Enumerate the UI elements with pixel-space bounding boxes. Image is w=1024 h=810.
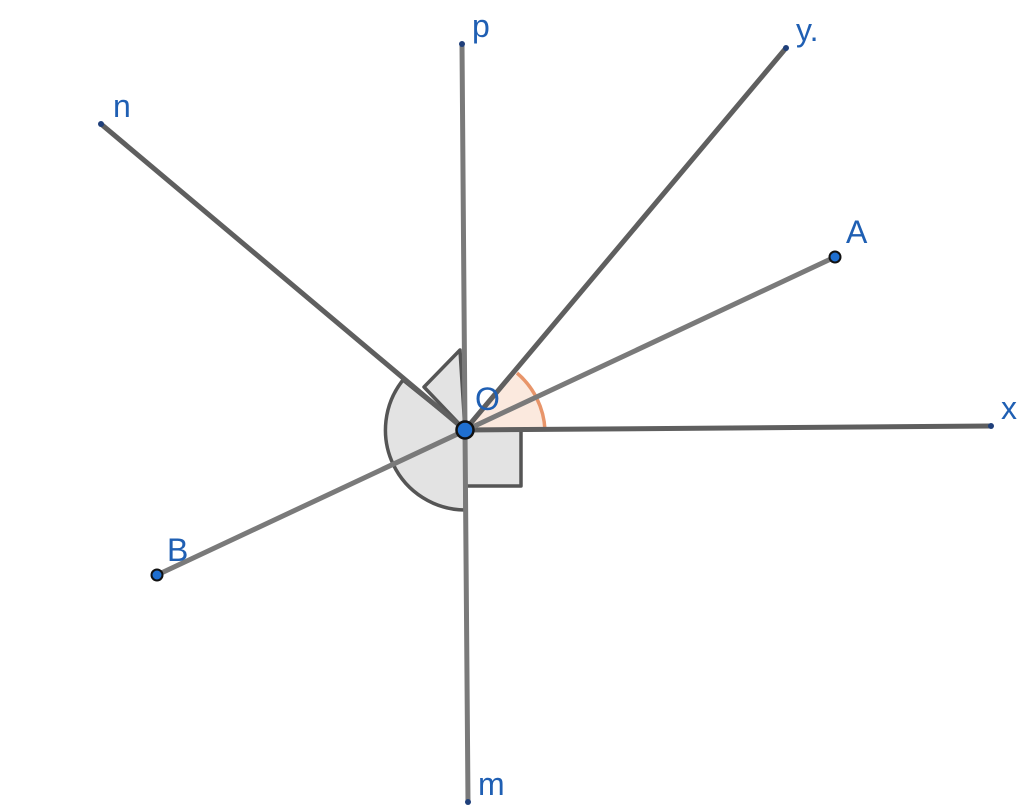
- named-points: [150, 250, 842, 582]
- label-a: A: [846, 214, 868, 250]
- ray-op: [459, 41, 468, 433]
- ray-ox: [462, 423, 994, 433]
- label-n: n: [113, 88, 131, 124]
- label-b: B: [167, 532, 189, 568]
- angle-markers: [383, 348, 547, 512]
- point-m-end: [465, 799, 471, 805]
- ray-end-dots: [98, 41, 994, 805]
- point-p-end: [459, 41, 465, 47]
- ray-om: [462, 427, 471, 805]
- label-p: p: [472, 8, 490, 44]
- angle-sector-x-to-y: [465, 373, 545, 430]
- point-o: [455, 420, 475, 440]
- label-y: y.: [796, 12, 819, 48]
- label-m: m: [478, 766, 505, 802]
- point-n-end: [98, 121, 104, 127]
- right-angle-marker-x-m: [463, 428, 523, 488]
- label-x: x: [1001, 390, 1017, 426]
- label-o: O: [475, 381, 500, 417]
- point-a: [828, 250, 842, 264]
- point-b: [150, 568, 164, 582]
- rays: [98, 41, 994, 805]
- ray-on: [98, 121, 468, 433]
- segment-ab: [154, 254, 838, 578]
- point-x-end: [988, 423, 994, 429]
- ray-oy: [462, 45, 789, 433]
- point-y-end: [783, 45, 789, 51]
